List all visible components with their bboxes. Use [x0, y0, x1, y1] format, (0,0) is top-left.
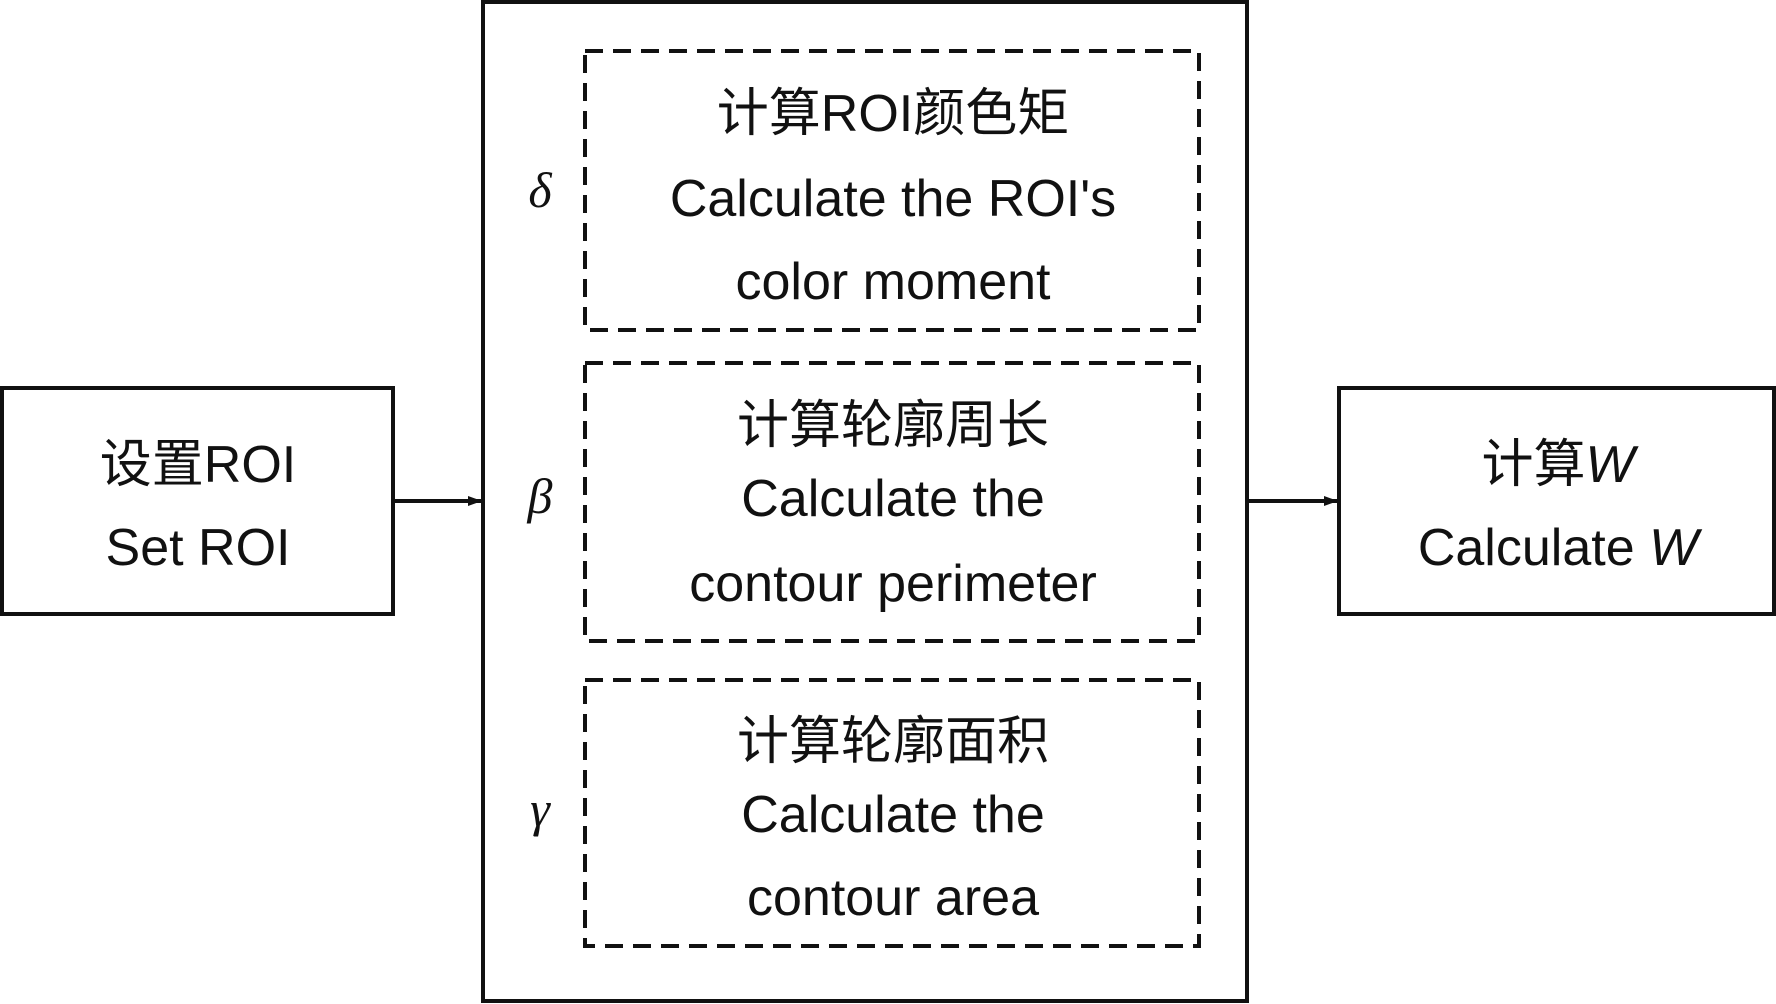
gamma-symbol: γ: [530, 781, 551, 837]
step-contour-perimeter-english-line2: contour perimeter: [689, 555, 1097, 613]
output-box: 计算W Calculate W: [1337, 386, 1776, 616]
input-box-english-label: Set ROI: [106, 519, 291, 577]
step-color-moment-chinese-label: 计算ROI颜色矩: [717, 85, 1069, 143]
steps-container: [481, 0, 1249, 1003]
input-box-chinese-label: 设置ROI: [100, 436, 296, 494]
step-box-color-moment: δ 计算ROI颜色矩 Calculate the ROI's color mom…: [528, 49, 1201, 332]
beta-symbol: β: [527, 468, 553, 524]
input-box-border: [0, 386, 395, 616]
output-box-chinese-prefix: 计算: [1481, 436, 1585, 494]
output-box-english-variable: W: [1649, 519, 1703, 577]
step-color-moment-english-line2: color moment: [736, 253, 1052, 311]
output-box-english-prefix: Calculate: [1418, 519, 1649, 577]
output-box-border: [1337, 386, 1776, 616]
output-box-chinese-label: 计算W: [1481, 436, 1639, 494]
step-color-moment-english-line1: Calculate the ROI's: [670, 170, 1116, 228]
step-contour-area-chinese-label: 计算轮廓面积: [737, 713, 1049, 771]
step-contour-perimeter-chinese-label: 计算轮廓周长: [737, 397, 1049, 455]
step-contour-area-english-line2: contour area: [747, 869, 1039, 927]
output-box-chinese-variable: W: [1585, 436, 1639, 494]
step-contour-perimeter-english-line1: Calculate the: [741, 470, 1045, 528]
step-contour-area-english-line1: Calculate the: [741, 786, 1045, 844]
input-box: 设置ROI Set ROI: [0, 386, 395, 616]
step-box-contour-area-border: [583, 678, 1201, 948]
step-box-contour-perimeter: β 计算轮廓周长 Calculate the contour perimeter: [527, 361, 1201, 643]
step-box-contour-area: γ 计算轮廓面积 Calculate the contour area: [530, 678, 1201, 948]
output-box-english-label: Calculate W: [1418, 519, 1703, 577]
delta-symbol: δ: [528, 162, 552, 218]
